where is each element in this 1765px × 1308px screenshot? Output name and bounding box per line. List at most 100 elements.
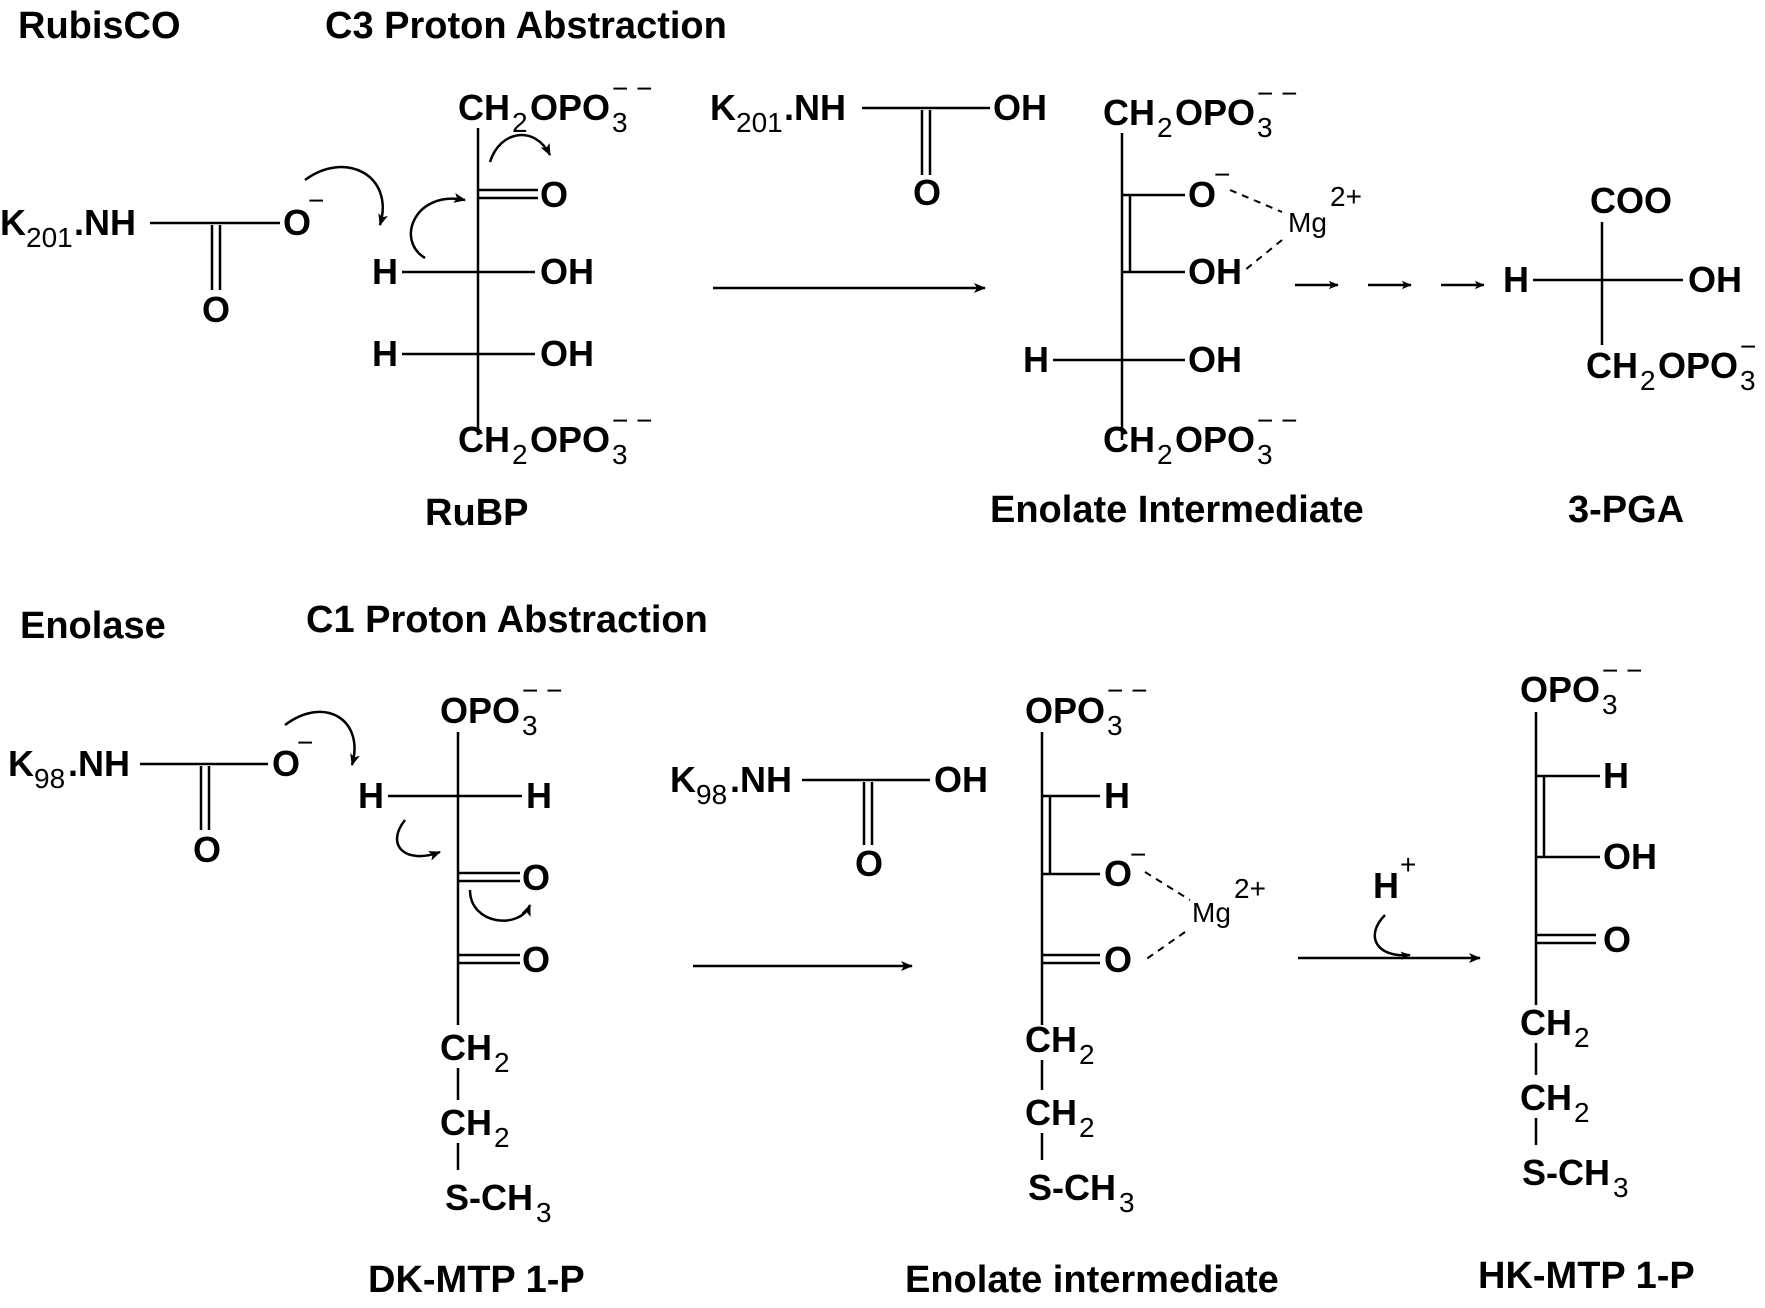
carbamate-oh: OH (993, 87, 1047, 128)
s-ch: S-CH (1028, 1167, 1116, 1208)
enolase-lysine-protonated: K 98 .NH O OH (670, 759, 988, 884)
electron-push-arrow-1 (284, 710, 360, 766)
carbonyl-o: O (1603, 919, 1631, 960)
electron-push-arrow-2 (488, 133, 552, 163)
lys-subscript: 98 (696, 779, 727, 810)
enolate-o: O (1188, 174, 1216, 215)
lys-nh: .NH (730, 759, 792, 800)
s-ch: S-CH (445, 1177, 533, 1218)
lys-k: K (710, 87, 736, 128)
carbamate-o: O (855, 843, 883, 884)
sub2: 2 (1157, 112, 1173, 143)
oh-1: OH (1188, 251, 1242, 292)
carbamate-oh: OH (934, 759, 988, 800)
sub3: 3 (1119, 1187, 1135, 1218)
ch2-b: CH (440, 1102, 492, 1143)
h-left: H (358, 775, 384, 816)
charge-top: − − (1257, 78, 1297, 109)
coo: COO (1590, 180, 1672, 221)
h-plus-h: H (1373, 865, 1399, 906)
carbamate-ominus: O (283, 202, 311, 243)
sub3: 3 (522, 710, 538, 741)
hkmtp-name: HK-MTP 1-P (1478, 1255, 1695, 1297)
h: H (1023, 339, 1049, 380)
ch2-a: CH (1025, 1019, 1077, 1060)
dkmtp-name: DK-MTP 1-P (368, 1259, 585, 1301)
lys-subscript: 98 (34, 763, 65, 794)
lys-nh: .NH (784, 87, 846, 128)
rubisco-step-label: C3 Proton Abstraction (325, 5, 727, 47)
sub2: 2 (1079, 1039, 1095, 1070)
mg: Mg (1192, 897, 1231, 928)
hkmtp-structure: OPO 3 − − H OH O CH 2 CH 2 S-CH 3 HK-MTP… (1478, 655, 1695, 1297)
enolase-enzyme-label: Enolase (20, 605, 166, 647)
sub2: 2 (512, 439, 528, 470)
carbonyl-o-1: O (522, 857, 550, 898)
mg-coordination (1144, 871, 1191, 901)
oh: OH (1603, 836, 1657, 877)
sub3: 3 (1740, 365, 1756, 396)
sub3: 3 (1602, 689, 1618, 720)
enolase-lysine-carbamate: K 98 .NH O O − (8, 710, 360, 870)
carbamate-o: O (202, 289, 230, 330)
enolate-name: Enolate intermediate (905, 1259, 1279, 1301)
opo-bot: OPO (1175, 419, 1255, 460)
lys-k: K (0, 202, 26, 243)
sub2: 2 (494, 1047, 510, 1078)
opo-top: OPO (1175, 92, 1255, 133)
charge-bot: − − (612, 405, 652, 436)
opo-bot: OPO (530, 419, 610, 460)
opo-top: OPO (1025, 690, 1105, 731)
carbonyl-o: O (540, 174, 568, 215)
lys-subscript: 201 (26, 222, 73, 253)
oh: OH (1688, 259, 1742, 300)
sub2: 2 (1079, 1112, 1095, 1143)
enolase-panel: Enolase C1 Proton Abstraction K 98 .NH O… (8, 599, 1695, 1301)
electron-push-arrow-2 (395, 819, 441, 861)
rubisco-lysine-carbamate: K 201 .NH O O − (0, 165, 388, 330)
charge-top: − − (522, 675, 562, 706)
proton-arrow (1373, 914, 1411, 960)
electron-push-arrow-1 (304, 165, 388, 226)
opo-top: OPO (1520, 669, 1600, 710)
oh-2: OH (1188, 339, 1242, 380)
rubisco-enolate-intermediate: CH 2 OPO 3 − − O − Mg 2+ OH H OH CH 2 OP… (990, 78, 1364, 531)
enolate-minus: − (1214, 159, 1230, 190)
h: H (1603, 755, 1629, 796)
mg-coordination (1244, 239, 1283, 271)
enolase-enolate-intermediate: OPO 3 − − H O − O Mg 2+ CH 2 CH 2 S-CH 3 (905, 675, 1279, 1301)
mg: Mg (1288, 207, 1327, 238)
h-1: H (372, 251, 398, 292)
rubisco-panel: RubisCO C3 Proton Abstraction K 201 .NH … (0, 5, 1756, 534)
sub3: 3 (612, 107, 628, 138)
sub2: 2 (1640, 365, 1656, 396)
lys-nh: .NH (74, 202, 136, 243)
charge-top: − − (1602, 655, 1642, 686)
enolate-name: Enolate Intermediate (990, 489, 1364, 531)
sub2: 2 (1574, 1097, 1590, 1128)
h-plus-sign: + (1400, 849, 1416, 880)
pga-name: 3-PGA (1568, 489, 1684, 531)
carbamate-ominus: O (272, 743, 300, 784)
ch2-a: CH (1520, 1002, 1572, 1043)
carbonyl-o: O (1104, 939, 1132, 980)
opo-top: OPO (530, 87, 610, 128)
mg-charge: 2+ (1330, 181, 1362, 212)
sub2: 2 (494, 1122, 510, 1153)
carbamate-minus: − (308, 185, 324, 216)
ch2-top: CH (458, 87, 510, 128)
pga-structure: COO H OH CH 2 OPO 3 − 3-PGA (1503, 180, 1756, 531)
carbamate-minus: − (297, 727, 313, 758)
opo-bot: OPO (1658, 345, 1738, 386)
sub2: 2 (512, 107, 528, 138)
oh-2: OH (540, 333, 594, 374)
h-2: H (372, 333, 398, 374)
rubp-structure: CH 2 OPO 3 − − O H OH H OH CH 2 OPO 3 − … (372, 73, 652, 534)
carbonyl-o-2: O (522, 939, 550, 980)
mg-coordination (1229, 189, 1283, 213)
enolase-step-label: C1 Proton Abstraction (306, 599, 708, 641)
charge-bot: − − (1257, 405, 1297, 436)
ch2-b: CH (1520, 1077, 1572, 1118)
